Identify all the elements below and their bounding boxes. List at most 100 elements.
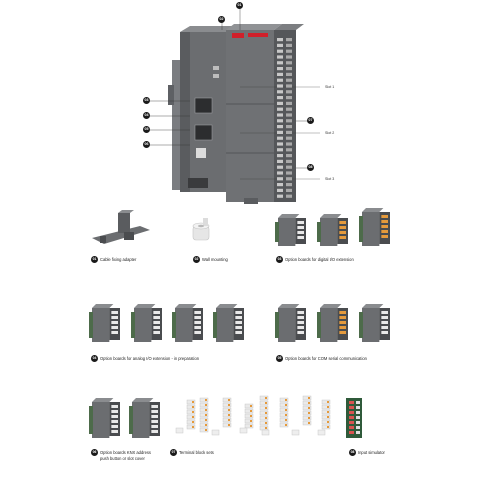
board-terminal <box>381 321 388 324</box>
board-pcb <box>317 312 321 338</box>
terminal-piece <box>321 399 331 405</box>
board-housing-top <box>362 208 384 212</box>
board-housing-top <box>320 214 342 218</box>
terminal-piece <box>222 402 232 408</box>
terminal-piece <box>244 403 254 409</box>
terminal-piece <box>186 409 196 415</box>
board-terminal <box>111 405 118 408</box>
terminal-lever <box>205 409 207 411</box>
terminal-lever <box>285 404 287 406</box>
terminal-piece <box>321 419 331 425</box>
terminal-lever <box>228 409 230 411</box>
terminal-piece <box>199 402 209 408</box>
board-terminal <box>339 311 346 314</box>
terminal-lever <box>285 409 287 411</box>
board-pcb <box>359 312 363 338</box>
simulator-led <box>356 426 360 429</box>
com-serial-board-1 <box>275 304 306 342</box>
terminal-piece <box>321 424 331 430</box>
terminal-piece <box>199 427 209 433</box>
terminal-piece <box>259 410 269 416</box>
terminal-screw <box>286 61 292 65</box>
board-terminal <box>194 311 201 314</box>
terminal-screw <box>277 183 283 187</box>
knx-board-1 <box>89 398 120 438</box>
terminal-piece <box>186 404 196 410</box>
board-terminal <box>381 235 388 238</box>
board-terminal <box>194 316 201 319</box>
terminal-piece <box>199 397 209 403</box>
terminal-lever <box>308 402 310 404</box>
terminal-lever <box>205 419 207 421</box>
terminal-piece <box>321 404 331 410</box>
board-housing-top <box>92 398 114 402</box>
board-housing-top <box>175 304 197 308</box>
terminal-screw <box>277 125 283 129</box>
terminal-lever <box>265 427 267 429</box>
loose-terminal-piece <box>211 429 220 436</box>
terminal-piece <box>279 407 289 413</box>
com-serial-board-3 <box>359 304 390 342</box>
knx-slot-cover <box>129 398 160 438</box>
terminal-piece <box>186 414 196 420</box>
simulator-switch <box>349 416 354 419</box>
terminal-screw <box>286 78 292 82</box>
board-terminal <box>235 316 242 319</box>
din-rail-clip <box>168 85 174 105</box>
board-housing-top <box>134 304 156 308</box>
board-terminal <box>381 326 388 329</box>
terminal-lever <box>205 399 207 401</box>
terminal-lever <box>308 412 310 414</box>
board-terminal <box>339 321 346 324</box>
board-housing <box>132 402 150 438</box>
terminal-screw <box>286 119 292 123</box>
board-terminal <box>235 321 242 324</box>
terminal-screw <box>277 159 283 163</box>
terminal-piece <box>302 410 312 416</box>
terminal-block-3 <box>222 397 232 428</box>
terminal-screw <box>286 43 292 47</box>
simulator-led <box>356 401 360 404</box>
terminal-screw <box>286 154 292 158</box>
terminal-piece <box>321 409 331 415</box>
terminal-lever <box>308 417 310 419</box>
terminal-lever <box>285 399 287 401</box>
board-housing <box>92 402 110 438</box>
terminal-piece <box>199 412 209 418</box>
terminal-lever <box>205 404 207 406</box>
terminal-screw <box>277 96 283 100</box>
terminal-piece <box>222 417 232 423</box>
terminal-lever <box>205 424 207 426</box>
terminal-lever <box>285 424 287 426</box>
slot-label-1: Slot 1 <box>325 85 335 89</box>
simulator-led <box>356 406 360 409</box>
terminal-piece <box>302 420 312 426</box>
terminal-screw <box>277 136 283 140</box>
housing-top <box>180 26 238 32</box>
board-pcb <box>131 312 135 338</box>
board-housing <box>216 308 234 342</box>
terminal-piece <box>321 414 331 420</box>
terminal-screw <box>277 188 283 192</box>
terminal-screw <box>286 148 292 152</box>
terminal-block-4 <box>244 403 254 429</box>
terminal-screw <box>286 171 292 175</box>
board-terminal <box>381 311 388 314</box>
terminal-lever <box>265 407 267 409</box>
housing-left-shade <box>180 32 190 192</box>
board-pcb <box>213 312 217 338</box>
terminal-lever <box>192 406 194 408</box>
terminal-screw <box>286 194 292 198</box>
terminal-screw <box>277 154 283 158</box>
board-terminal <box>297 231 304 234</box>
terminal-screw <box>277 55 283 59</box>
board-terminal <box>297 236 304 239</box>
board-terminal <box>339 221 346 224</box>
terminal-screw <box>277 101 283 105</box>
terminal-lever <box>250 405 252 407</box>
terminal-screw <box>286 113 292 117</box>
